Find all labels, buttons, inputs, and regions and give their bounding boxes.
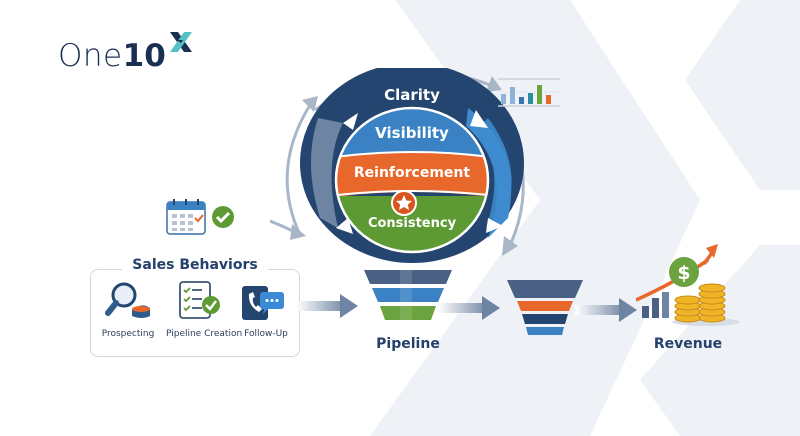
logo-text-light: One xyxy=(58,38,123,74)
behavior-label-follow-up: Follow-Up xyxy=(244,329,288,339)
wheel-right-fill xyxy=(466,108,512,238)
revenue-label: Revenue xyxy=(653,336,723,352)
pipeline-label: Pipeline xyxy=(376,336,440,352)
flow-arrow-behaviors-to-pipeline xyxy=(296,294,358,318)
cycle-arrowhead-right xyxy=(502,236,518,256)
ring-notch-3 xyxy=(486,218,503,233)
wheel-label-reinforcement: Reinforcement xyxy=(353,165,471,181)
wheel-label-visibility: Visibility xyxy=(375,124,449,142)
wheel-left-segment xyxy=(310,118,343,228)
cycle-arrow-left xyxy=(285,104,312,236)
svg-text:$: $ xyxy=(677,262,690,284)
pipeline-tier-1 xyxy=(364,270,452,284)
flow-arrow-funnel-to-revenue xyxy=(575,298,637,322)
ring-notch-2 xyxy=(470,110,488,128)
cycle-arrows xyxy=(270,70,525,256)
wheel-label-clarity: Clarity xyxy=(384,86,440,104)
sales-behaviors-title: Sales Behaviors xyxy=(122,257,268,273)
funnel-tier-3 xyxy=(522,314,568,324)
behavior-label-pipeline-creation: Pipeline Creation xyxy=(166,329,243,339)
framework-wheel xyxy=(300,68,524,263)
star-icon xyxy=(396,195,412,210)
bg-x-right-stroke xyxy=(685,0,800,190)
behavior-label-prospecting: Prospecting xyxy=(101,329,155,339)
ring-notch-1 xyxy=(343,113,358,130)
logo-text-bold: 10 xyxy=(122,38,166,74)
funnel-tier-2 xyxy=(517,301,573,311)
checklist-icon xyxy=(179,281,220,319)
funnel-tier-1 xyxy=(507,280,583,298)
pipeline-tier-3 xyxy=(380,306,436,320)
calendar-check-icon xyxy=(166,199,234,235)
funnel-tier-4 xyxy=(526,327,564,335)
cycle-arrowhead-top xyxy=(486,76,502,92)
calendar-arrowhead xyxy=(290,224,306,240)
calendar-to-wheel-arrow xyxy=(270,219,296,234)
bg-x-lower-right-stroke xyxy=(640,245,800,436)
pipeline-funnel-icon xyxy=(364,270,452,320)
phone-chat-icon xyxy=(242,286,284,320)
bg-x-upper-left-stroke xyxy=(370,0,700,436)
wheel-label-consistency: Consistency xyxy=(367,216,457,231)
dollar-icon xyxy=(669,257,699,287)
logo-x-mark-icon xyxy=(169,32,192,52)
pipeline-tier-2 xyxy=(372,288,444,302)
bar-chart-icon xyxy=(498,78,560,107)
magnifier-icon xyxy=(105,282,150,318)
flow-arrow-pipeline-to-funnel xyxy=(438,296,500,320)
coins-growth-icon: $ xyxy=(636,244,740,326)
wheel-layer-reinforcement xyxy=(336,152,488,198)
conversion-funnel-icon xyxy=(507,280,583,335)
cycle-arrowhead-left xyxy=(302,96,318,112)
one10-logo: One 10 xyxy=(58,24,194,72)
